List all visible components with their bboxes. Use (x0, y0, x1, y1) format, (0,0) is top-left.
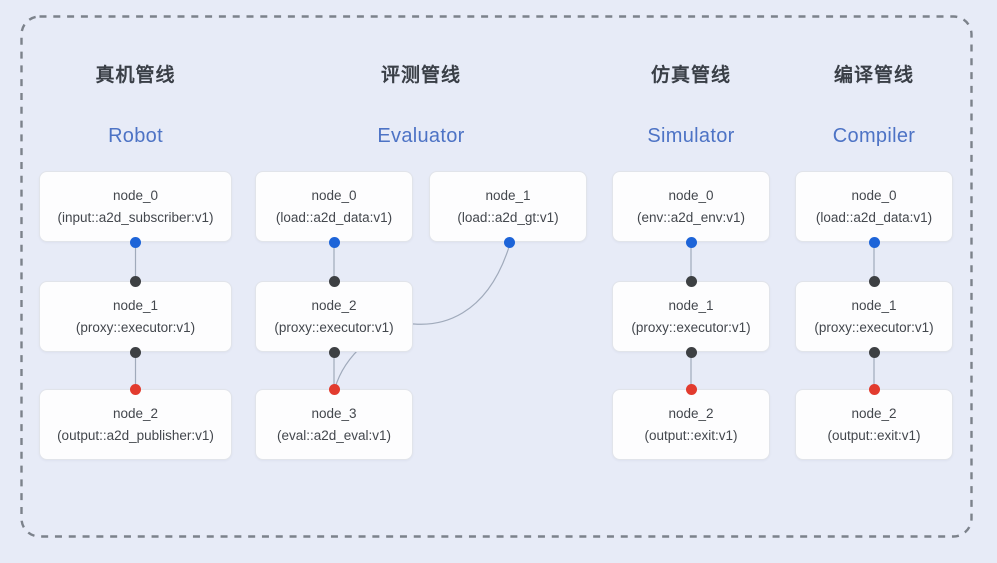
node-type: (load::a2d_gt:v1) (457, 209, 559, 225)
port-dot-evaluator-node2-in (328, 275, 340, 287)
node-name: node_2 (668, 405, 714, 421)
pipeline-title-en-robot: Robot (108, 125, 163, 147)
port-dot-compiler-node1-in (868, 275, 880, 287)
node-name: node_1 (112, 297, 159, 313)
pipeline-title-zh-simulator: 仿真管线 (650, 65, 731, 86)
node-name: node_1 (668, 297, 714, 313)
node-type: (output::a2d_publisher:v1) (57, 427, 214, 443)
node-name: node_0 (311, 187, 357, 203)
pipeline-title-en-evaluator: Evaluator (377, 125, 465, 147)
node-robot-node1: node_1 (proxy::executor:v1) (39, 281, 232, 352)
port-dot-robot-node1-out (130, 346, 141, 358)
node-evaluator-node2: node_2 (proxy::executor:v1) (255, 281, 413, 352)
node-type: (proxy::executor:v1) (75, 319, 196, 335)
dashed-frame-border (20, 15, 973, 538)
node-name: node_2 (851, 405, 897, 421)
node-compiler-node1: node_1 (proxy::executor:v1) (795, 281, 953, 352)
node-type: (env::a2d_env:v1) (636, 209, 746, 225)
node-name: node_2 (311, 297, 357, 313)
port-dot-evaluator-node2-out (328, 346, 340, 358)
port-dot-robot-node1-in (130, 275, 141, 287)
port-dot-robot-node2-in (130, 383, 141, 395)
node-name: node_1 (485, 187, 531, 203)
node-type: (input::a2d_subscriber:v1) (57, 209, 214, 225)
port-dot-simulator-node1-in (685, 275, 697, 287)
node-type: (load::a2d_data:v1) (815, 209, 933, 225)
edge-evaluator-n1-n3-curve (335, 246, 510, 386)
port-dot-compiler-node2-in (868, 383, 880, 395)
node-type: (output::exit:v1) (827, 427, 921, 443)
port-dot-simulator-node0-out (685, 236, 697, 248)
port-dot-compiler-node1-out (868, 346, 880, 358)
pipeline-title-zh-robot: 真机管线 (95, 65, 176, 86)
port-dot-robot-node0-out (130, 236, 141, 248)
node-name: node_1 (851, 297, 897, 313)
pipeline-title-zh-compiler: 编译管线 (833, 65, 914, 86)
node-compiler-node2: node_2 (output::exit:v1) (795, 389, 953, 460)
node-evaluator-node1: node_1 (load::a2d_gt:v1) (429, 171, 587, 242)
node-robot-node2: node_2 (output::a2d_publisher:v1) (39, 389, 232, 460)
node-name: node_0 (851, 187, 897, 203)
node-type: (eval::a2d_eval:v1) (276, 427, 392, 443)
port-dot-evaluator-node0-out (328, 236, 340, 248)
node-type: (proxy::executor:v1) (631, 319, 751, 335)
node-type: (load::a2d_data:v1) (275, 209, 393, 225)
node-simulator-node2: node_2 (output::exit:v1) (612, 389, 770, 460)
node-type: (output::exit:v1) (644, 427, 738, 443)
node-robot-node0: node_0 (input::a2d_subscriber:v1) (39, 171, 232, 242)
port-dot-evaluator-node3-in (328, 383, 340, 395)
node-simulator-node0: node_0 (env::a2d_env:v1) (612, 171, 770, 242)
port-dot-compiler-node0-out (868, 236, 880, 248)
node-evaluator-node0: node_0 (load::a2d_data:v1) (255, 171, 413, 242)
port-dot-simulator-node2-in (685, 383, 697, 395)
node-compiler-node0: node_0 (load::a2d_data:v1) (795, 171, 953, 242)
node-name: node_2 (112, 405, 159, 421)
node-type: (proxy::executor:v1) (274, 319, 394, 335)
pipeline-title-en-compiler: Compiler (832, 125, 916, 147)
port-dot-evaluator-node1-out (503, 236, 515, 248)
node-simulator-node1: node_1 (proxy::executor:v1) (612, 281, 770, 352)
port-dot-simulator-node1-out (685, 346, 697, 358)
node-name: node_0 (112, 187, 159, 203)
pipeline-title-en-simulator: Simulator (647, 125, 735, 147)
node-name: node_3 (311, 405, 357, 421)
node-name: node_0 (668, 187, 714, 203)
node-type: (proxy::executor:v1) (814, 319, 934, 335)
pipeline-title-zh-evaluator: 评测管线 (380, 65, 461, 86)
node-evaluator-node3: node_3 (eval::a2d_eval:v1) (255, 389, 413, 460)
